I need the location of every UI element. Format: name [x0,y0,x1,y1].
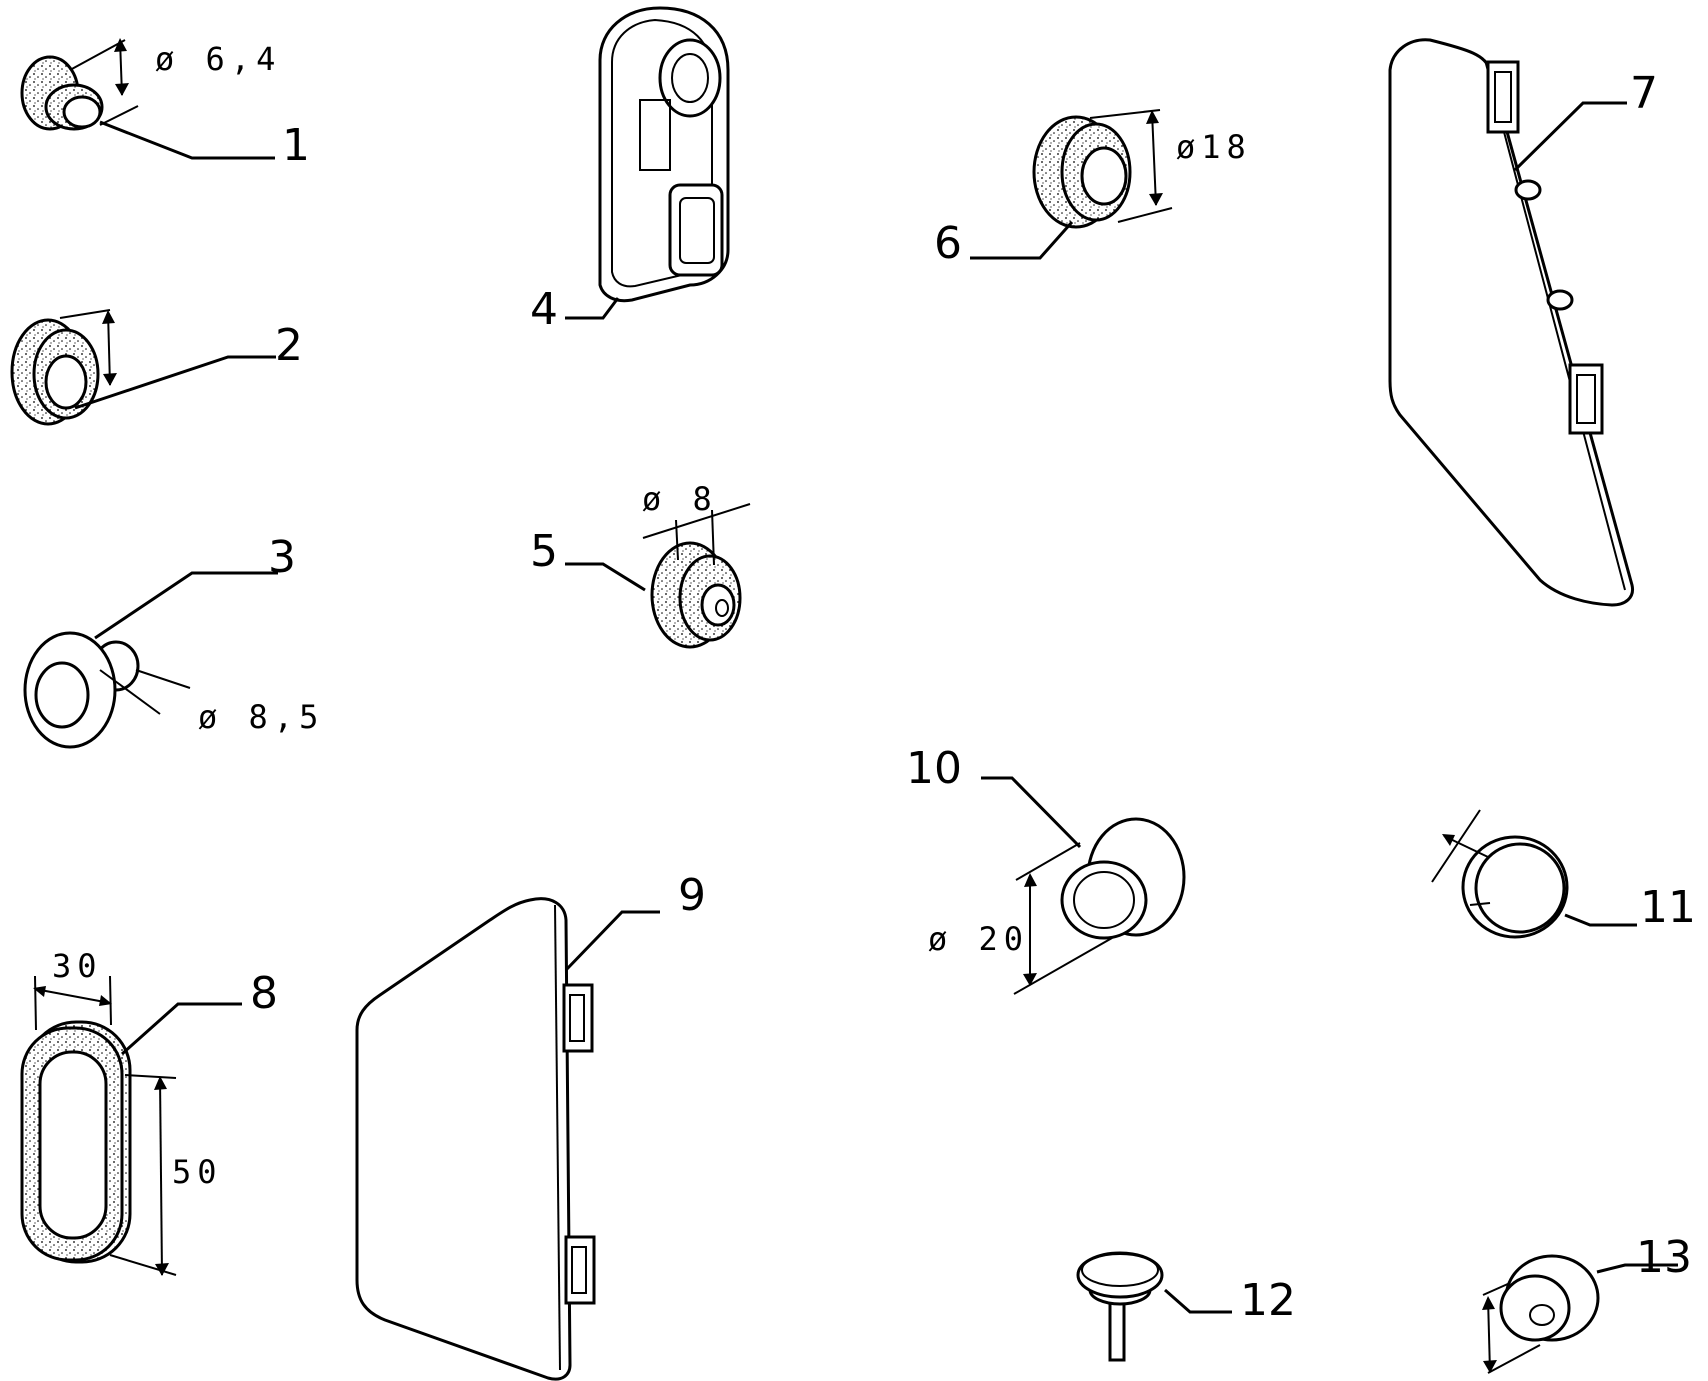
part-9-cover-panel: 9 [355,870,706,1381]
part-1-plug: ø 6,4 1 [20,38,310,171]
callout-7: 7 [1630,68,1658,119]
part-12-pin: 12 [1076,1251,1296,1362]
part-1-diameter-label: ø 6,4 [155,40,281,78]
part-8-oval-grommet: 30 50 8 [20,947,278,1276]
callout-6: 6 [934,218,962,269]
callout-3: 3 [268,532,296,583]
callout-13: 13 [1636,1232,1692,1283]
callout-2: 2 [275,320,303,371]
callout-10: 10 [906,743,962,794]
callout-1: 1 [282,120,310,171]
callout-9: 9 [678,870,706,921]
part-2-grommet: 2 [10,309,303,426]
part-8-width-label: 30 [52,947,103,985]
part-10-diameter-label: ø 20 [928,920,1029,958]
part-4-bracket-cover: 4 [530,6,730,335]
callout-4: 4 [530,284,558,335]
part-6-diameter-label: ø18 [1176,128,1252,166]
part-7-cover-panel: 7 [1388,38,1658,607]
part-3-plug: ø 8,5 3 [23,532,324,749]
callout-11: 11 [1640,882,1696,933]
part-8-height-label: 50 [172,1153,223,1191]
callout-12: 12 [1240,1275,1296,1326]
part-10-plug: ø 20 10 [906,743,1186,995]
part-5-diameter-label: ø 8 [642,480,718,518]
part-11-cap: 11 [1431,809,1696,939]
part-13-grommet: 13 [1482,1232,1692,1374]
part-5-grommet: ø 8 5 [530,480,751,649]
callout-8: 8 [250,968,278,1019]
part-6-grommet: ø18 6 [934,109,1252,269]
part-3-diameter-label: ø 8,5 [198,698,324,736]
callout-5: 5 [530,526,558,577]
